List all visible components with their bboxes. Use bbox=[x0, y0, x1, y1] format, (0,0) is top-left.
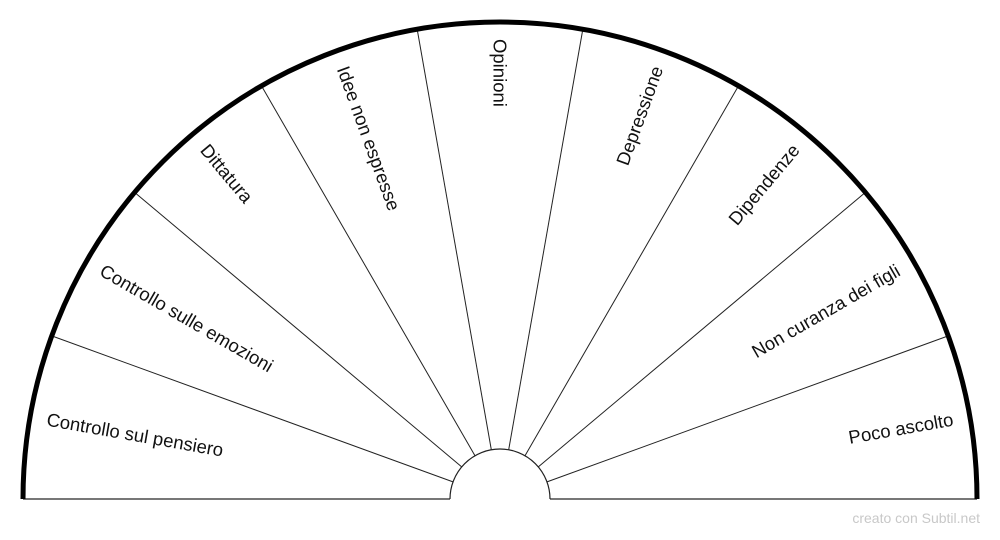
sector-divider bbox=[134, 192, 463, 468]
sector-divider bbox=[51, 335, 454, 483]
outer-arc bbox=[20, 19, 980, 500]
sector-divider bbox=[261, 85, 476, 456]
sector-label: Controllo sulle emozioni bbox=[96, 260, 277, 376]
sector-divider bbox=[508, 29, 584, 450]
inner-arc bbox=[449, 448, 551, 500]
sector-label: Idee non espresse bbox=[333, 63, 405, 213]
sector-label: Controllo sul pensiero bbox=[45, 409, 225, 461]
sector-label: Dittatura bbox=[196, 140, 257, 208]
sector-divider bbox=[416, 29, 492, 450]
sector-label: Opinioni bbox=[490, 39, 511, 107]
sector-divider bbox=[546, 335, 949, 483]
watermark: creato con Subtil.net bbox=[852, 510, 980, 526]
sector-label: Poco ascolto bbox=[847, 409, 955, 448]
sector-label: Non curanza dei figli bbox=[748, 260, 904, 362]
sector-label: Depressione bbox=[612, 63, 667, 168]
sector-divider bbox=[524, 85, 739, 456]
sector-label: Dipendenze bbox=[724, 140, 804, 229]
sector-divider bbox=[537, 192, 866, 468]
